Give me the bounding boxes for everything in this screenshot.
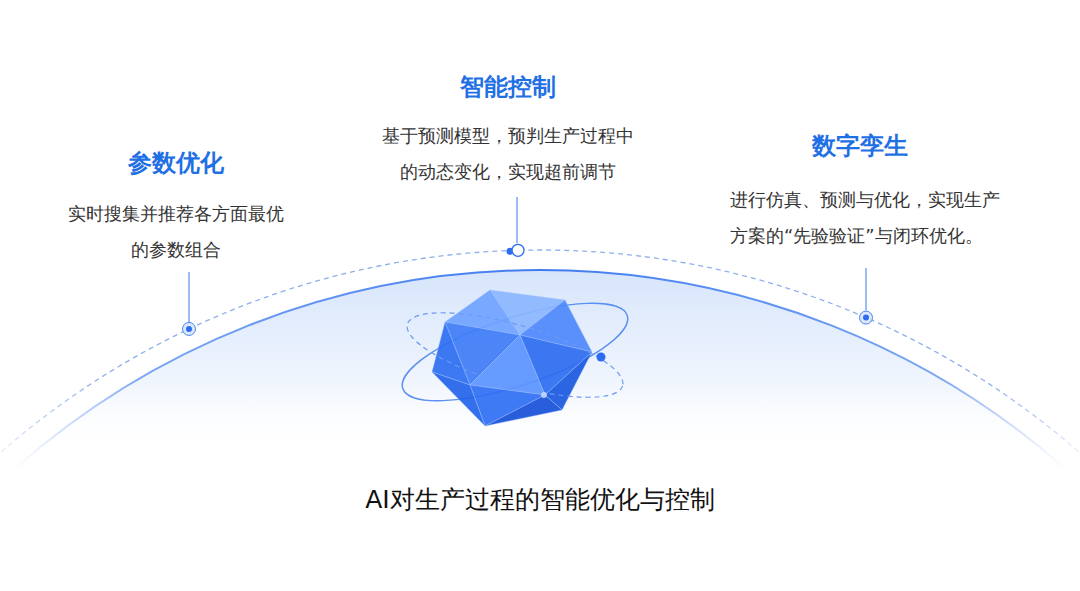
dome-edge bbox=[0, 270, 1080, 470]
callout-ring bbox=[512, 244, 524, 256]
callout-heading: 智能控制 bbox=[460, 72, 556, 102]
callout-text: 进行仿真、预测与优化，实现生产 方案的“先验验证”与闭环优化。 bbox=[730, 182, 1011, 254]
dome-fill bbox=[0, 270, 1080, 470]
leader-lines bbox=[183, 197, 873, 335]
leader-line bbox=[188, 272, 189, 322]
leader-line bbox=[516, 197, 517, 243]
gem-facet bbox=[485, 395, 562, 426]
dashed-orbit-arc bbox=[0, 250, 1080, 470]
gem-facet bbox=[432, 372, 485, 426]
callout-heading: 参数优化 bbox=[128, 148, 224, 178]
leader-line bbox=[865, 268, 866, 311]
orbit-ring-dashed bbox=[399, 295, 631, 414]
callout-heading: 数字孪生 bbox=[812, 131, 908, 161]
callout-ring bbox=[860, 311, 873, 324]
callout-text: 基于预测模型，预判生产过程中 的动态变化，实现超前调节 bbox=[376, 118, 641, 190]
callout-ring bbox=[183, 322, 196, 335]
orbit-dot bbox=[597, 353, 606, 362]
icosahedron-gem bbox=[392, 283, 637, 426]
gem-facet bbox=[470, 335, 545, 395]
orbit-dot bbox=[541, 392, 547, 398]
callout-text: 实时搜集并推荐各方面最优 的参数组合 bbox=[62, 196, 291, 268]
callout-dot bbox=[863, 315, 869, 321]
callout-dot bbox=[186, 326, 192, 332]
caption: AI对生产过程的智能优化与控制 bbox=[365, 484, 714, 516]
dome bbox=[0, 250, 1080, 470]
